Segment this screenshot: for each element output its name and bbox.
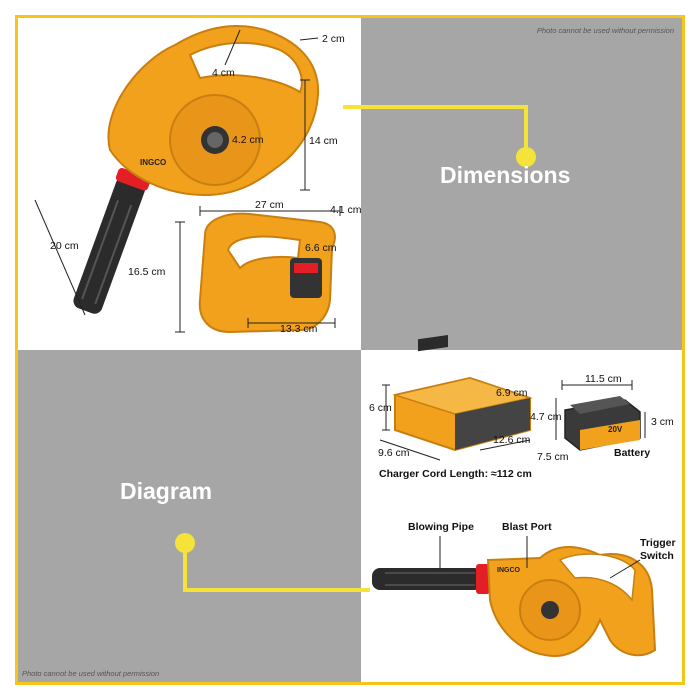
charger-width-label: 9.6 cm (378, 447, 410, 459)
blower-diagram-illustration (372, 546, 657, 657)
dimension-lines-top (34, 29, 341, 333)
trigger-switch-label-line2: Switch (640, 550, 674, 562)
base-length-label: 13.3 cm (280, 323, 318, 335)
blowing-pipe-label: Blowing Pipe (408, 521, 474, 533)
charger-depth-label: 12.6 cm (493, 434, 531, 446)
battery-illustration (564, 396, 641, 451)
brand-logo-top: INGCO (140, 158, 167, 167)
fan-diameter-label: 4.2 cm (232, 134, 264, 146)
dimension-lines-charger (379, 384, 531, 461)
charger-cord-length: Charger Cord Length: ≈112 cm (379, 468, 532, 480)
dimension-lines-battery (555, 380, 646, 440)
pipe-length-label: 20 cm (50, 240, 79, 252)
charger-top-height-label: 6.9 cm (496, 387, 528, 399)
copyright-notice-top: Photo cannot be used without permission (536, 26, 674, 35)
blast-port-label: Blast Port (502, 521, 552, 533)
diagram-heading: Diagram (120, 478, 213, 504)
charger-height-label: 6 cm (369, 402, 392, 414)
blower-angled-illustration (73, 24, 320, 314)
blower-side-illustration (198, 212, 336, 334)
handle-width-label: 2 cm (322, 33, 345, 45)
battery-height-label: 4.7 cm (530, 411, 562, 423)
trigger-switch-label-line1: Trigger (640, 537, 676, 549)
grip-length-label: 4 cm (212, 67, 235, 79)
brand-logo-diagram: INGCO (497, 567, 520, 574)
top-depth-label: 4.1 cm (330, 204, 362, 216)
dimensions-connector (343, 105, 536, 167)
diagram-pointer-lines (439, 536, 641, 579)
charger-illustration (392, 335, 533, 452)
panel-top-right (361, 18, 682, 350)
total-length-label: 27 cm (255, 199, 284, 211)
height-label: 14 cm (309, 135, 338, 147)
battery-voltage: 20V (608, 425, 623, 434)
battery-side-label: 3 cm (651, 416, 674, 428)
battery-width-label: 7.5 cm (537, 451, 569, 463)
battery-label: Battery (614, 447, 651, 459)
side-height-label: 16.5 cm (128, 266, 166, 278)
panel-bottom-left (18, 350, 361, 682)
battery-length-label: 11.5 cm (585, 373, 622, 385)
copyright-notice-bottom: Photo cannot be used without permission (22, 669, 160, 678)
diagram-connector (175, 533, 370, 592)
dimensions-heading: Dimensions (440, 162, 571, 188)
battery-slot-label: 6.6 cm (305, 242, 337, 254)
